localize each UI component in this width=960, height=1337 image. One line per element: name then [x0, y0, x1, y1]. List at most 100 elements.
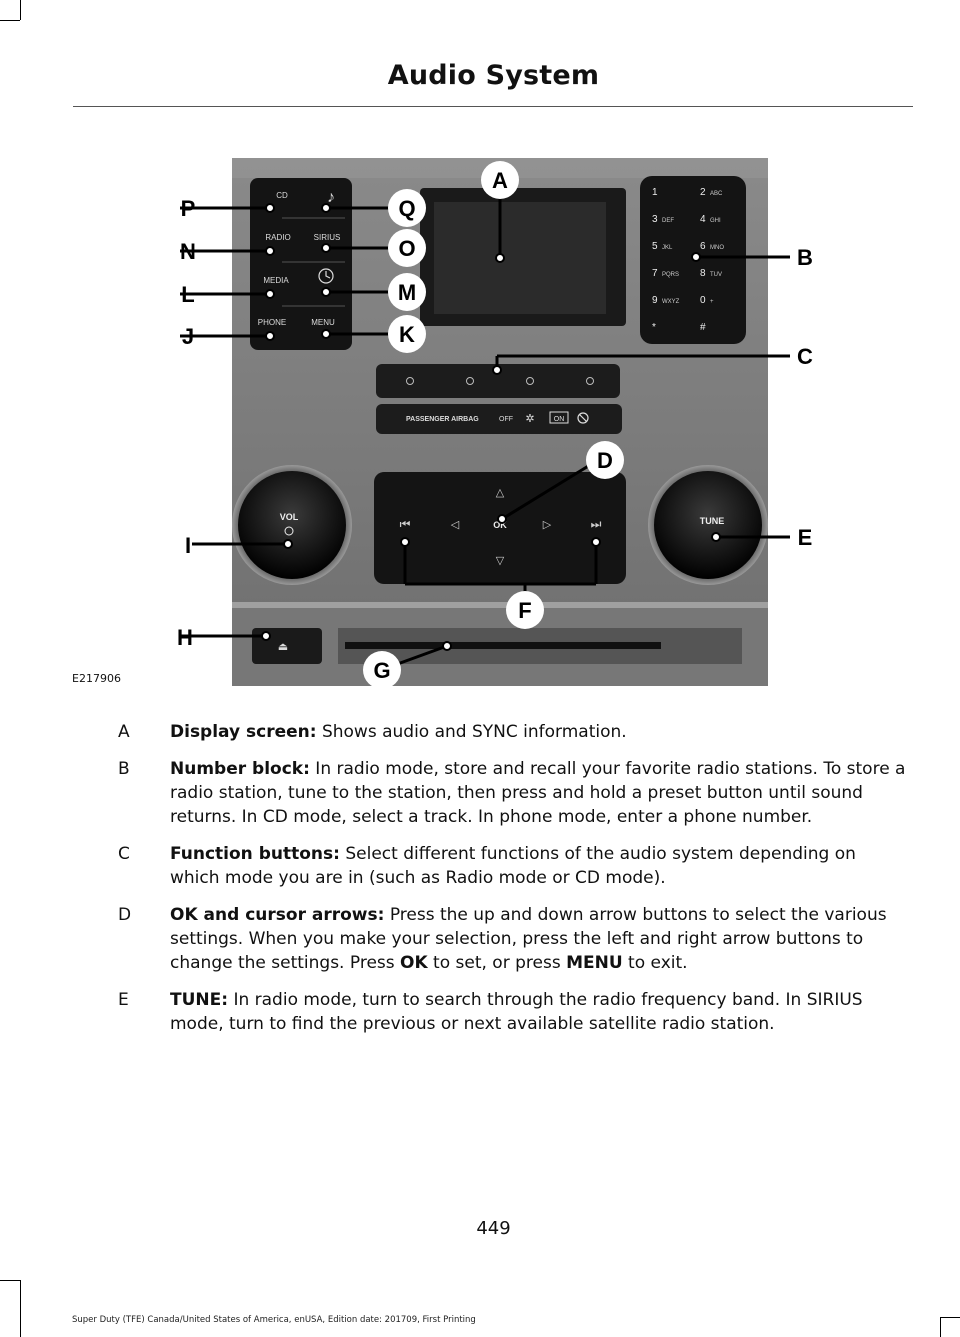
callout-l: L — [181, 282, 194, 307]
tune-label: TUNE — [700, 516, 725, 526]
keypad-number: 3 — [652, 214, 658, 225]
item-letter: E — [118, 990, 129, 1010]
keypad-number: 2 — [700, 187, 706, 198]
clock-icon[interactable] — [318, 268, 334, 284]
seat-airbag-icon: ✲ — [525, 413, 534, 425]
item-text: Press the up and down arrow buttons to s… — [170, 905, 887, 973]
crop-mark — [20, 1280, 21, 1337]
keypad-number: * — [652, 322, 656, 333]
item-term: Display screen: — [170, 722, 317, 742]
radio-button[interactable]: RADIO — [265, 233, 290, 242]
seek-back-button[interactable]: ⏮ — [400, 517, 411, 531]
navigation-cluster — [374, 472, 626, 584]
callout-descriptions: A Display screen: Shows audio and SYNC i… — [118, 720, 908, 1049]
callout-g: G — [373, 658, 390, 683]
keypad-key[interactable]: * — [652, 322, 656, 333]
music-note-icon: ♪ — [327, 189, 335, 206]
callout-i: I — [185, 533, 191, 558]
tune-knob[interactable] — [654, 471, 762, 579]
item-letter: A — [118, 722, 130, 742]
callout-e: E — [798, 525, 813, 550]
keypad-key[interactable]: 8 TUV — [700, 268, 722, 279]
keypad-number: 8 — [700, 268, 706, 279]
left-arrow-button[interactable]: ◁ — [451, 519, 460, 531]
media-button[interactable]: MEDIA — [263, 276, 289, 285]
item-letter: D — [118, 905, 132, 925]
page-title: Audio System — [387, 60, 600, 91]
keypad-letters: MNO — [710, 245, 724, 251]
item-description: Function buttons: Select different funct… — [170, 842, 908, 890]
up-arrow-button[interactable]: △ — [496, 487, 505, 499]
menu-button[interactable]: MENU — [311, 318, 335, 327]
volume-knob[interactable] — [238, 471, 346, 579]
callout-f: F — [518, 598, 531, 623]
keypad-letters: TUV — [710, 272, 722, 278]
item-term: Number block: — [170, 759, 310, 779]
seek-forward-button[interactable]: ⏭ — [591, 517, 602, 531]
list-item: D OK and cursor arrows: Press the up and… — [118, 903, 908, 975]
function-button[interactable] — [526, 377, 534, 385]
function-button[interactable] — [586, 377, 594, 385]
page-footer: Super Duty (TFE) Canada/United States of… — [72, 1315, 476, 1325]
crop-mark — [940, 1317, 960, 1318]
keypad-key[interactable]: 9 WXYZ — [652, 295, 680, 306]
crop-mark — [0, 1280, 20, 1281]
item-description: Number block: In radio mode, store and r… — [170, 757, 908, 829]
keypad-number: 9 — [652, 295, 658, 306]
keypad-key[interactable]: # — [700, 322, 706, 333]
list-item: B Number block: In radio mode, store and… — [118, 757, 908, 829]
list-item: E TUNE: In radio mode, turn to search th… — [118, 988, 908, 1036]
right-arrow-button[interactable]: ▷ — [543, 519, 552, 531]
function-button[interactable] — [406, 377, 414, 385]
item-text: Shows audio and SYNC information. — [316, 722, 627, 742]
item-text: In radio mode, turn to search through th… — [170, 990, 863, 1034]
item-description: OK and cursor arrows: Press the up and d… — [170, 903, 908, 975]
passenger-airbag-label: PASSENGER AIRBAG — [406, 416, 479, 423]
sirius-button[interactable]: SIRIUS — [314, 233, 341, 242]
callout-a: A — [492, 168, 508, 193]
item-letter: B — [118, 759, 130, 779]
keypad-letters: WXYZ — [662, 299, 680, 305]
crop-mark — [940, 1317, 941, 1337]
keypad-letters: GHI — [710, 218, 721, 224]
eject-icon: ⏏ — [278, 641, 288, 653]
ok-button[interactable]: OK — [493, 520, 507, 530]
down-arrow-button[interactable]: ▽ — [496, 555, 505, 567]
list-item: C Function buttons: Select different fun… — [118, 842, 908, 890]
keypad-key[interactable]: 1 — [652, 187, 658, 198]
function-button[interactable] — [466, 377, 474, 385]
callout-h: H — [177, 625, 193, 650]
item-letter: C — [118, 844, 130, 864]
function-buttons-strip — [376, 364, 620, 398]
callout-q: Q — [398, 196, 415, 221]
callout-m: M — [398, 280, 416, 305]
keypad-letters: + — [710, 299, 714, 305]
crop-mark — [20, 0, 21, 20]
item-text: Select different functions of the audio … — [170, 844, 856, 888]
phone-button[interactable]: PHONE — [258, 318, 286, 327]
power-icon — [284, 526, 294, 536]
title-rule — [73, 106, 913, 107]
callout-j: J — [182, 324, 194, 349]
mode-button-block — [250, 178, 352, 350]
keypad-key[interactable]: 0+ — [700, 295, 714, 306]
airbag-off-label: OFF — [499, 416, 513, 423]
callout-c: C — [797, 344, 813, 369]
display-screen — [434, 202, 606, 314]
callout-p: P — [181, 196, 196, 221]
keypad-letters: PQRS — [662, 272, 679, 278]
item-term: Function buttons: — [170, 844, 340, 864]
item-text: to exit. — [622, 953, 688, 973]
item-text: In radio mode, store and recall your fav… — [170, 759, 906, 827]
cd-slot — [345, 642, 661, 649]
airbag-on-label: ON — [554, 416, 565, 423]
item-description: TUNE: In radio mode, turn to search thro… — [170, 988, 908, 1036]
callout-n: N — [180, 239, 196, 264]
cd-button[interactable]: CD — [276, 191, 288, 200]
